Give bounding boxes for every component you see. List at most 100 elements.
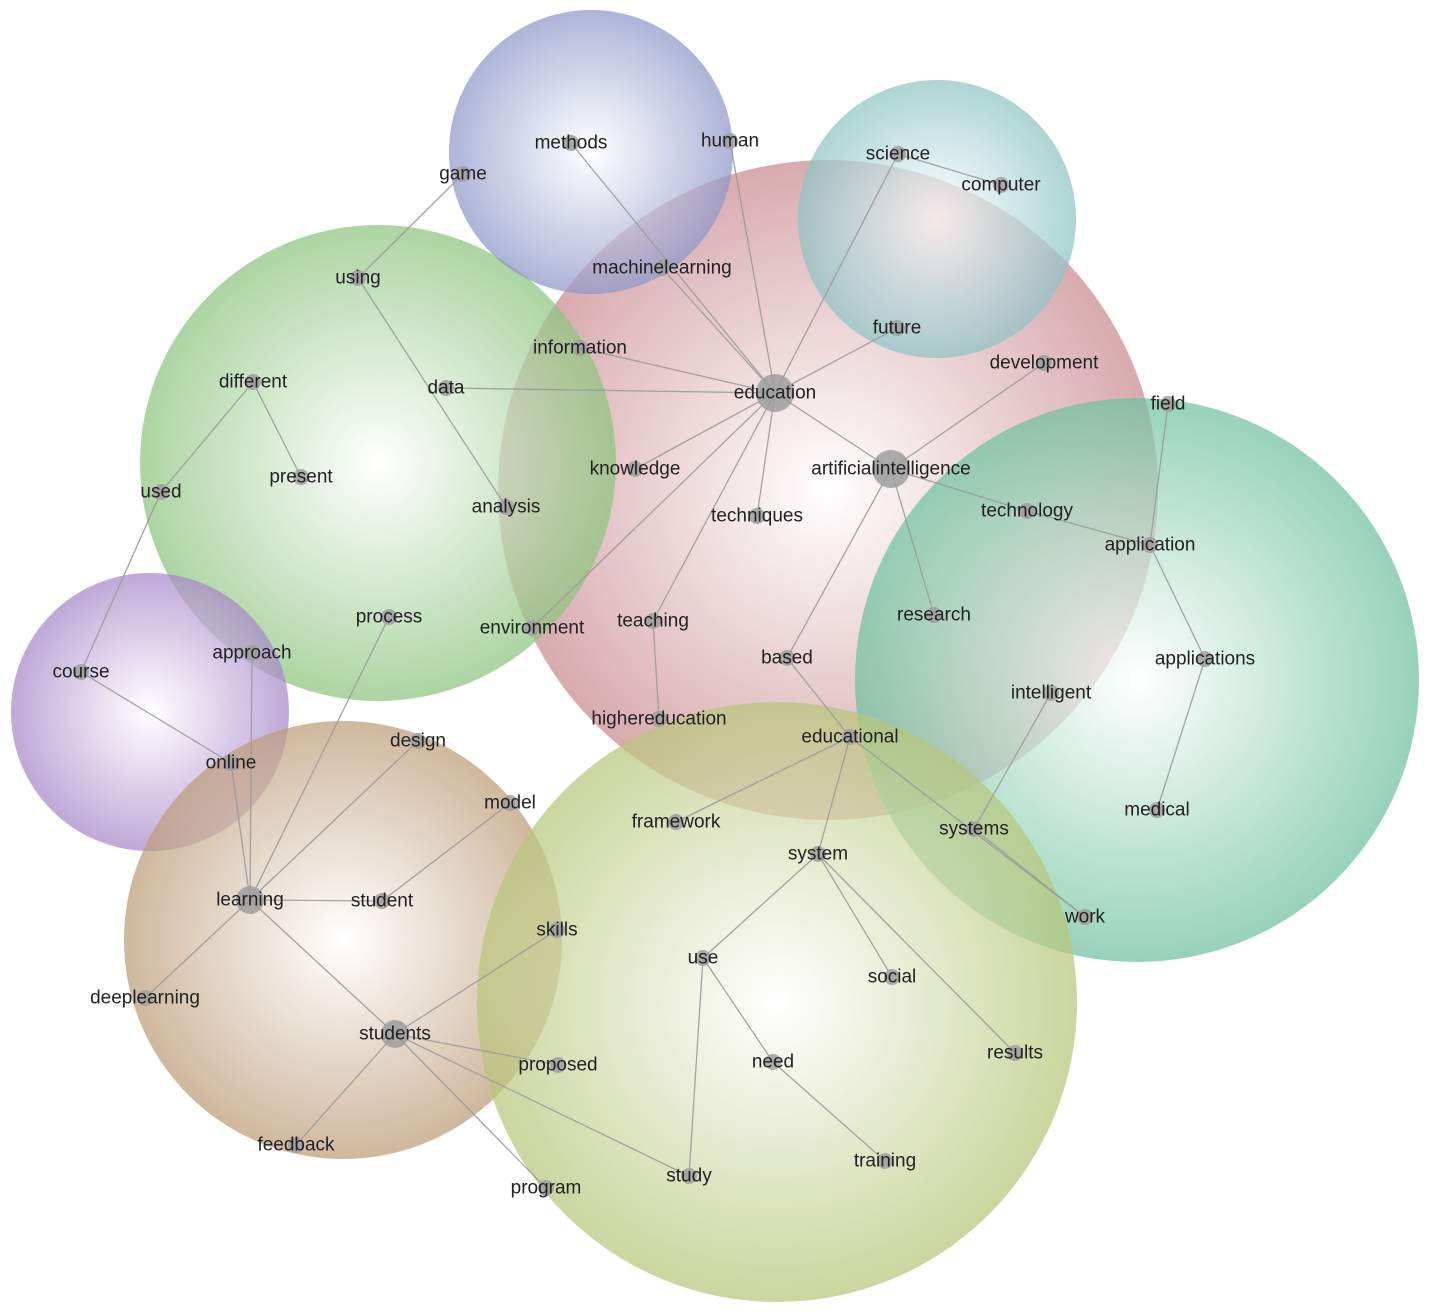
node-label-analysis: analysis: [472, 497, 541, 518]
node-technology[interactable]: technology: [981, 501, 1073, 522]
node-feedback[interactable]: feedback: [257, 1135, 335, 1156]
node-data[interactable]: data: [428, 378, 465, 399]
node-results[interactable]: results: [987, 1043, 1043, 1064]
edge-artificialintelligence-based: [786, 468, 892, 659]
node-course[interactable]: course: [52, 662, 109, 683]
node-dot-student: [374, 893, 390, 909]
node-social[interactable]: social: [868, 967, 917, 988]
node-label-science: science: [866, 144, 930, 165]
node-label-feedback: feedback: [257, 1135, 335, 1156]
node-highereducation[interactable]: highereducation: [591, 709, 726, 730]
node-using[interactable]: using: [335, 268, 380, 289]
node-development[interactable]: development: [990, 353, 1100, 374]
topic-cyan-bubble: [798, 80, 1076, 358]
edge-use-study: [688, 957, 704, 1177]
node-label-development: development: [990, 353, 1100, 374]
node-label-environment: environment: [480, 618, 585, 639]
edge-students-program: [394, 1033, 547, 1189]
edge-education-data: [445, 387, 776, 394]
node-analysis[interactable]: analysis: [472, 497, 541, 518]
node-machinelearning[interactable]: machinelearning: [592, 258, 731, 279]
node-dot-present: [293, 469, 309, 485]
edge-based-educational: [786, 657, 851, 738]
node-process[interactable]: process: [356, 607, 423, 628]
node-education[interactable]: education: [734, 374, 816, 412]
edge-education-techniques: [756, 392, 776, 517]
node-label-training: training: [854, 1151, 916, 1172]
node-dot-environment: [524, 620, 540, 636]
node-intelligent[interactable]: intelligent: [1011, 683, 1092, 704]
node-label-results: results: [987, 1043, 1043, 1064]
node-label-application: application: [1105, 535, 1196, 556]
node-label-applications: applications: [1155, 649, 1255, 670]
node-label-educational: educational: [801, 727, 898, 748]
node-framework[interactable]: framework: [632, 812, 721, 833]
node-label-process: process: [356, 607, 423, 628]
node-educational[interactable]: educational: [801, 727, 898, 748]
node-training[interactable]: training: [854, 1151, 916, 1172]
node-label-framework: framework: [632, 812, 721, 833]
node-present[interactable]: present: [269, 467, 333, 488]
node-applications[interactable]: applications: [1155, 649, 1255, 670]
node-student[interactable]: student: [351, 891, 414, 912]
node-students[interactable]: students: [359, 1020, 431, 1048]
node-research[interactable]: research: [897, 605, 971, 626]
node-deeplearning[interactable]: deeplearning: [90, 988, 200, 1009]
node-work[interactable]: work: [1064, 907, 1106, 928]
edge-education-teaching: [652, 392, 776, 622]
node-model[interactable]: model: [484, 793, 536, 814]
node-label-medical: medical: [1124, 800, 1189, 821]
node-need[interactable]: need: [752, 1052, 794, 1073]
node-computer[interactable]: computer: [961, 175, 1041, 196]
node-field[interactable]: field: [1151, 394, 1186, 415]
node-techniques[interactable]: techniques: [711, 506, 803, 527]
node-learning[interactable]: learning: [216, 886, 284, 914]
node-dot-development: [1036, 355, 1052, 371]
edge-students-skills: [394, 929, 558, 1035]
node-dot-artificialintelligence: [872, 450, 910, 488]
edge-model-student: [381, 802, 511, 902]
node-design[interactable]: design: [390, 731, 446, 752]
node-proposed[interactable]: proposed: [518, 1055, 597, 1076]
node-study[interactable]: study: [666, 1166, 712, 1187]
edge-process-learning: [249, 616, 390, 901]
node-game[interactable]: game: [439, 164, 487, 185]
node-dot-online: [223, 755, 239, 771]
node-human[interactable]: human: [701, 131, 759, 152]
node-dot-information: [572, 340, 588, 356]
node-program[interactable]: program: [511, 1178, 582, 1199]
node-label-machinelearning: machinelearning: [592, 258, 731, 279]
node-online[interactable]: online: [206, 753, 257, 774]
node-label-program: program: [511, 1178, 582, 1199]
node-information[interactable]: information: [533, 338, 627, 359]
node-system[interactable]: system: [788, 844, 848, 865]
node-dot-human: [722, 133, 738, 149]
node-dot-program: [538, 1180, 554, 1196]
edge-learning-student: [249, 899, 383, 902]
node-label-information: information: [533, 338, 627, 359]
node-application[interactable]: application: [1105, 535, 1196, 556]
node-dot-results: [1007, 1045, 1023, 1061]
node-label-students: students: [359, 1024, 431, 1045]
node-approach[interactable]: approach: [212, 643, 291, 664]
node-systems[interactable]: systems: [939, 819, 1009, 840]
node-science[interactable]: science: [866, 144, 930, 165]
node-label-education: education: [734, 383, 816, 404]
node-teaching[interactable]: teaching: [617, 611, 689, 632]
node-use[interactable]: use: [688, 948, 719, 969]
node-future[interactable]: future: [873, 318, 922, 339]
edge-systems-work: [973, 828, 1086, 918]
node-methods[interactable]: methods: [535, 133, 608, 154]
node-label-online: online: [206, 753, 257, 774]
node-used[interactable]: used: [140, 482, 181, 503]
node-dot-social: [884, 969, 900, 985]
node-skills[interactable]: skills: [536, 920, 577, 941]
node-knowledge[interactable]: knowledge: [590, 459, 681, 480]
node-dot-systems: [966, 821, 982, 837]
node-different[interactable]: different: [219, 372, 288, 393]
node-label-highereducation: highereducation: [591, 709, 726, 730]
node-environment[interactable]: environment: [480, 618, 585, 639]
node-based[interactable]: based: [761, 648, 813, 669]
node-medical[interactable]: medical: [1124, 800, 1189, 821]
node-artificialintelligence[interactable]: artificialintelligence: [811, 450, 971, 488]
